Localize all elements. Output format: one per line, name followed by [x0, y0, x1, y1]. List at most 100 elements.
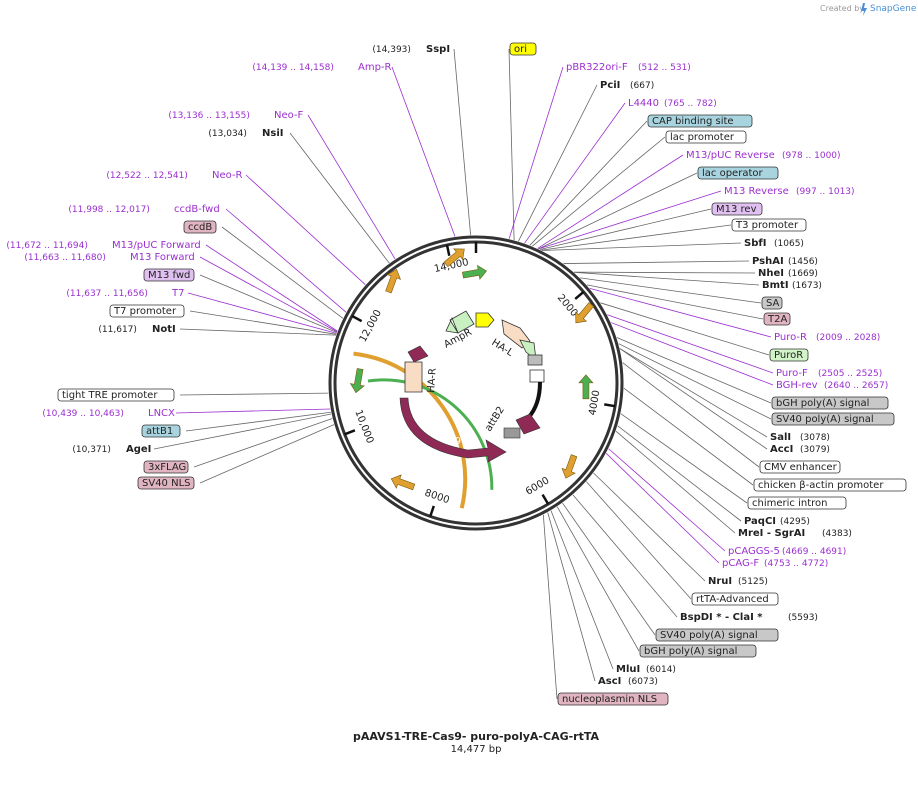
label-coord: (667)	[630, 81, 654, 91]
label-m13-fwd[interactable]: M13 fwd	[143, 268, 195, 282]
label-m13-forward[interactable]: M13 Forward(11,663 .. 11,680)	[24, 252, 194, 263]
label-3xflag[interactable]: 3xFLAG	[143, 460, 189, 474]
label-m13-puc-forward[interactable]: M13/pUC Forward(11,672 .. 11,694)	[6, 240, 200, 251]
label-chicken-actin-promoter[interactable]: chicken β-actin promoter	[753, 478, 907, 492]
label-sv40-poly-a-signal[interactable]: SV40 poly(A) signal	[771, 412, 895, 426]
label-amp-r[interactable]: Amp-R(14,139 .. 14,158)	[252, 62, 391, 73]
label-neo-f[interactable]: Neo-F(13,136 .. 13,155)	[168, 110, 303, 121]
leader-line	[619, 348, 768, 450]
leader-line	[574, 271, 760, 286]
label-text: BmtI	[762, 280, 789, 291]
leader-line	[615, 430, 736, 534]
label-pcaggs-5[interactable]: pCAGGS-5(4669 .. 4691)	[728, 546, 846, 557]
label-t7[interactable]: T7(11,637 .. 11,656)	[66, 288, 184, 299]
label-coord: (11,672 .. 11,694)	[6, 241, 87, 251]
label-pshai[interactable]: PshAI(1456)	[752, 256, 818, 267]
label-sv40-poly-a-signal[interactable]: SV40 poly(A) signal	[655, 628, 779, 642]
label-l4440[interactable]: L4440(765 .. 782)	[628, 98, 717, 109]
label-lncx[interactable]: LNCX(10,439 .. 10,463)	[42, 408, 175, 419]
leader-line	[623, 387, 754, 486]
label-nucleoplasmin-nls[interactable]: nucleoplasmin NLS	[557, 692, 669, 706]
label-sali[interactable]: SalI(3078)	[770, 432, 830, 443]
feature-ori[interactable]	[475, 312, 495, 328]
label-ori[interactable]: ori	[509, 42, 537, 56]
label-cmv-enhancer[interactable]: CMV enhancer	[759, 460, 841, 474]
feature-Cas9[interactable]	[399, 397, 507, 463]
leader-line	[622, 362, 760, 468]
label-rtta-advanced[interactable]: rtTA-Advanced	[691, 592, 779, 606]
label-sa[interactable]: SA	[761, 296, 783, 310]
label-text: NsiI	[262, 128, 283, 139]
label-cap-binding-site[interactable]: CAP binding site	[647, 114, 753, 128]
tick-label: 8000	[423, 488, 451, 507]
label-mlui[interactable]: MluI(6014)	[616, 664, 676, 675]
label-pbr322ori-f[interactable]: pBR322ori-F(512 .. 531)	[566, 62, 691, 73]
feature-AmpR[interactable]	[445, 310, 475, 334]
label-sspi[interactable]: SspI(14,393)	[372, 44, 450, 55]
label-text: BspDI * - ClaI *	[680, 612, 763, 623]
tick-mark	[429, 505, 435, 517]
feature-rtTA-arc	[526, 381, 542, 420]
plasmid-name: pAAVS1-TRE-Cas9- puro-polyA-CAG-rtTA	[353, 730, 600, 743]
label-pcag-f[interactable]: pCAG-F(4753 .. 4772)	[722, 558, 828, 569]
label-puro-f[interactable]: Puro-F(2505 .. 2525)	[776, 368, 882, 379]
label-text: lac promoter	[670, 132, 735, 143]
label-coord: (11,663 .. 11,680)	[24, 253, 105, 263]
label-coord: (6073)	[628, 677, 658, 687]
label-m13-puc-reverse[interactable]: M13/pUC Reverse(978 .. 1000)	[686, 150, 841, 161]
label-tight-tre-promoter[interactable]: tight TRE promoter	[57, 388, 175, 402]
label-coord: (11,637 .. 11,656)	[66, 289, 147, 299]
label-puro-r[interactable]: Puro-R(2009 .. 2028)	[774, 332, 880, 343]
label-nrui[interactable]: NruI(5125)	[708, 576, 768, 587]
label-neo-r[interactable]: Neo-R(12,522 .. 12,541)	[106, 170, 242, 181]
leader-line	[580, 277, 762, 304]
label-lac-promoter[interactable]: lac promoter	[665, 130, 747, 144]
label-text: pBR322ori-F	[566, 62, 628, 73]
ring-feature-arrows	[349, 248, 595, 509]
label-t2a[interactable]: T2A	[763, 312, 791, 326]
label-bgh-poly-a-signal[interactable]: bGH poly(A) signal	[639, 644, 757, 658]
label-mrei-sgrai[interactable]: MreI - SgrAI(4383)	[738, 528, 852, 539]
label-paqci[interactable]: PaqCI(4295)	[744, 516, 810, 527]
label-chimeric-intron[interactable]: chimeric intron	[747, 496, 847, 510]
feature-HA-R[interactable]	[404, 361, 423, 393]
label-bspdi-clai-[interactable]: BspDI * - ClaI * (5593)	[680, 612, 818, 623]
label-sbfi[interactable]: SbfI(1065)	[744, 238, 804, 249]
snapgene-logo-icon	[861, 3, 867, 16]
label-attb1[interactable]: attB1	[141, 424, 181, 438]
label-bgh-poly-a-signal[interactable]: bGH poly(A) signal	[771, 396, 889, 410]
label-coord: (4383)	[822, 529, 852, 539]
label-t3-promoter[interactable]: T3 promoter	[731, 218, 807, 232]
label-pcii[interactable]: PciI(667)	[600, 80, 654, 91]
label-nsii[interactable]: NsiI(13,034)	[208, 128, 283, 139]
label-text: bGH poly(A) signal	[644, 646, 737, 657]
label-text: SV40 poly(A) signal	[660, 630, 758, 641]
label-coord: (2009 .. 2028)	[816, 333, 880, 343]
label-m13-reverse[interactable]: M13 Reverse(997 .. 1013)	[724, 186, 855, 197]
label-coord: (5593)	[788, 613, 818, 623]
label-sv40-nls[interactable]: SV40 NLS	[137, 476, 195, 490]
label-text: SspI	[426, 44, 450, 55]
inner-features: AmpR HA-L HA-R Cas9 attB2	[399, 310, 545, 463]
label-text: CAP binding site	[652, 116, 734, 127]
label-ccdb[interactable]: ccdB	[183, 220, 217, 234]
label-puror[interactable]: PuroR	[769, 348, 809, 362]
label-noti[interactable]: NotI(11,617)	[98, 324, 175, 335]
label-agei[interactable]: AgeI(10,371)	[72, 444, 151, 455]
label-t7-promoter[interactable]: T7 promoter	[109, 304, 185, 318]
label-lac-operator[interactable]: lac operator	[697, 166, 779, 180]
feature-attB2-block	[503, 427, 521, 439]
label-nhei[interactable]: NheI(1669)	[758, 268, 818, 279]
label-bgh-rev[interactable]: BGH-rev(2640 .. 2657)	[776, 380, 888, 391]
label-m13-rev[interactable]: M13 rev	[711, 202, 763, 216]
label-asci[interactable]: AscI(6073)	[598, 676, 658, 687]
label-acci[interactable]: AccI(3079)	[770, 444, 830, 455]
leader-line	[562, 502, 656, 636]
plasmid-size: 14,477 bp	[451, 744, 502, 755]
leader-line	[593, 472, 706, 582]
label-text: M13/pUC Reverse	[686, 150, 775, 161]
leader-line	[607, 314, 774, 374]
label-text: SV40 NLS	[142, 478, 191, 489]
label-bmti[interactable]: BmtI(1673)	[762, 280, 822, 291]
label-ccdb-fwd[interactable]: ccdB-fwd(11,998 .. 12,017)	[68, 204, 219, 215]
